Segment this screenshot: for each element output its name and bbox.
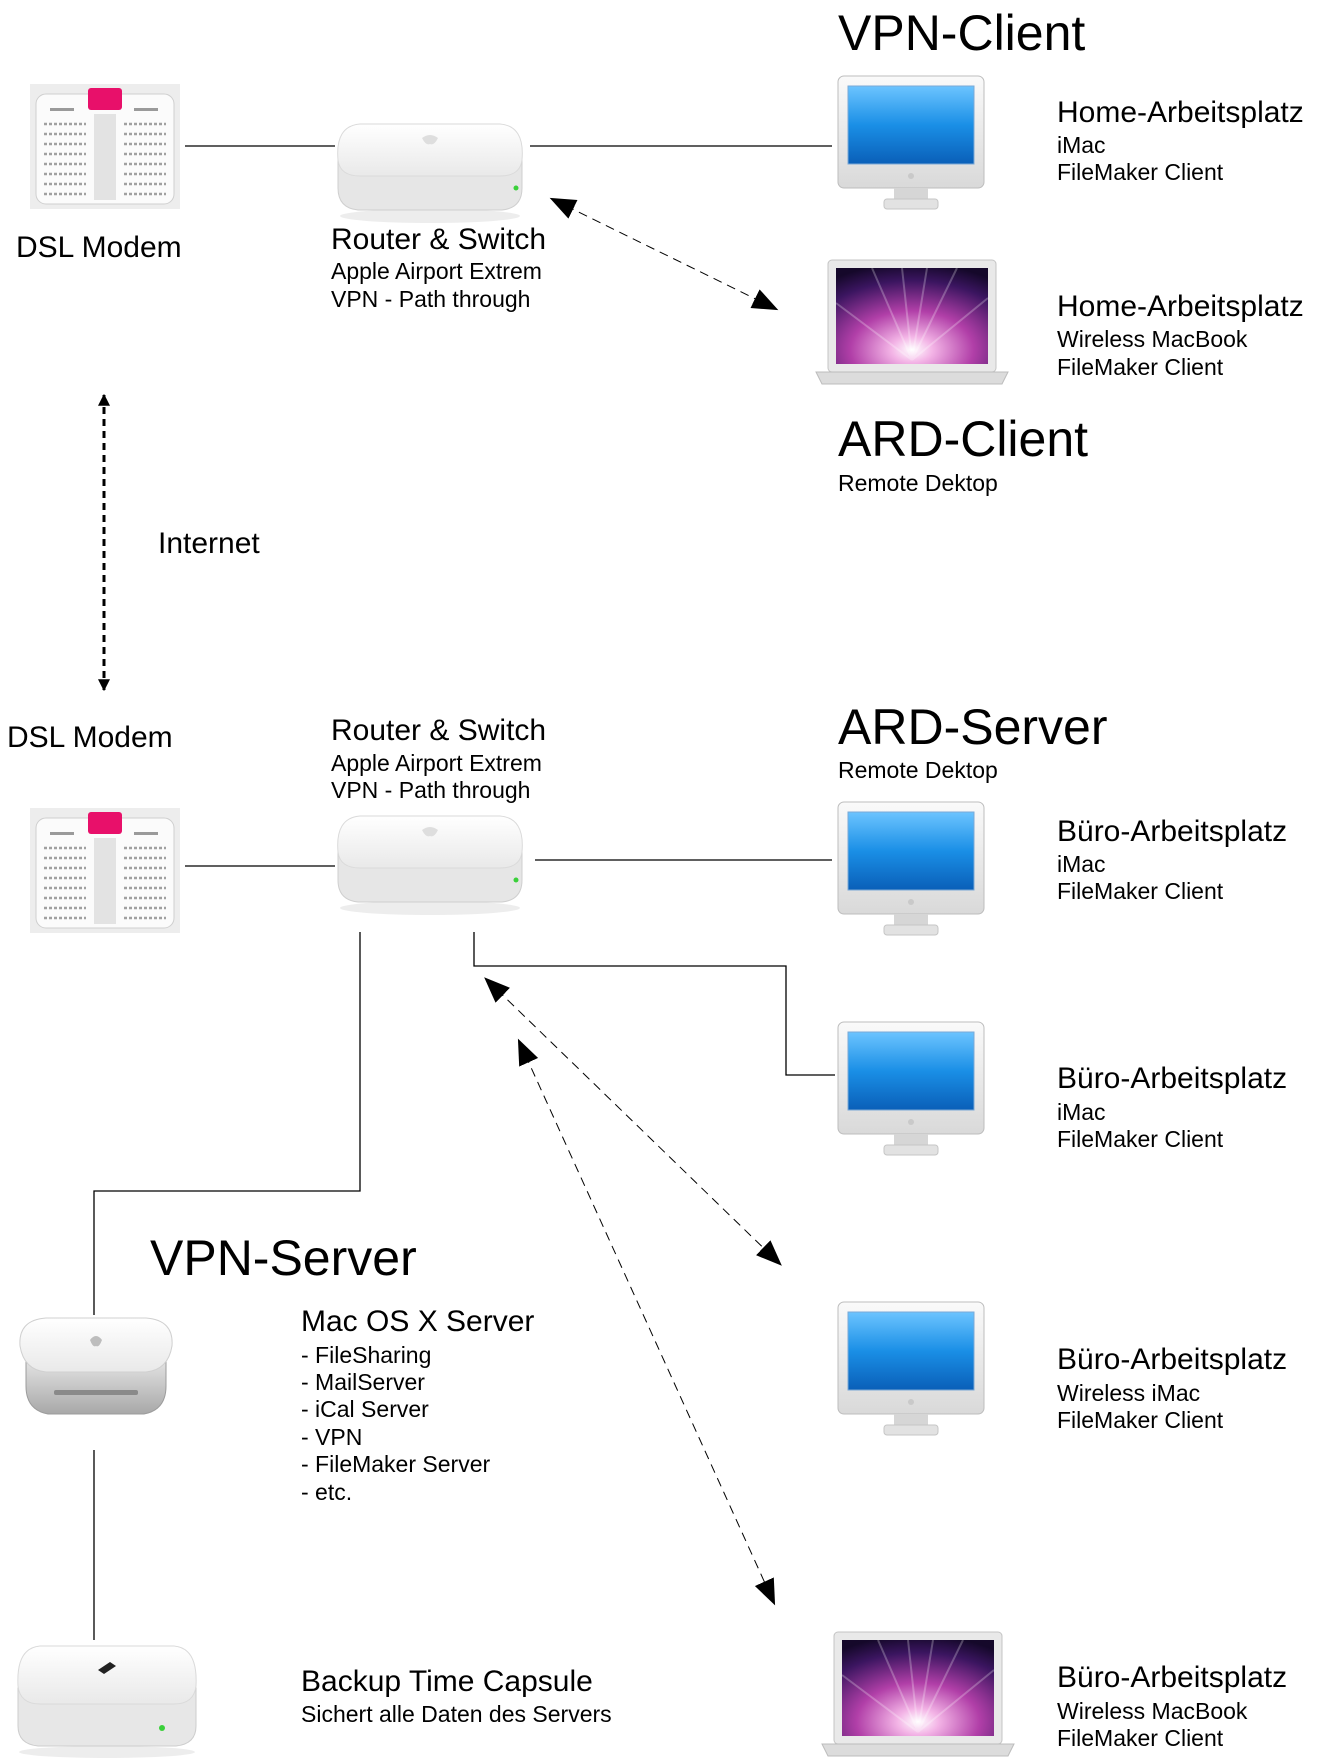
office-1-line-2: FileMaker Client xyxy=(1057,878,1224,904)
office-4-title: Büro-Arbeitsplatz xyxy=(1057,1661,1288,1694)
mac-server-service-2: - MailServer xyxy=(301,1369,425,1395)
mac-server-title: Mac OS X Server xyxy=(301,1305,535,1338)
vpn-server-heading: VPN-Server xyxy=(150,1230,417,1286)
internet-label: Internet xyxy=(158,527,260,560)
ard-client-heading: ARD-Client xyxy=(838,411,1089,467)
home-imac-title: Home-Arbeitsplatz xyxy=(1057,96,1304,129)
ard-server-heading: ARD-Server xyxy=(838,699,1108,755)
home-imac-line-2: FileMaker Client xyxy=(1057,159,1224,185)
dsl-modem-bottom-label: DSL Modem xyxy=(7,721,173,754)
dsl-modem-top-image xyxy=(30,84,180,209)
mac-server-service-4: - VPN xyxy=(301,1424,363,1450)
macbook-home-image xyxy=(815,259,1009,385)
time-capsule-subtitle: Sichert alle Daten des Servers xyxy=(301,1701,612,1727)
router-bottom-image xyxy=(337,815,523,916)
router-bottom-title: Router & Switch xyxy=(331,714,547,747)
mac-server-service-3: - iCal Server xyxy=(301,1396,429,1422)
office-1-title: Büro-Arbeitsplatz xyxy=(1057,815,1288,848)
time-capsule-image xyxy=(17,1645,197,1759)
ard-server-subtitle: Remote Dektop xyxy=(838,757,998,783)
mac-server-service-6: - etc. xyxy=(301,1479,353,1505)
office-4-line-2: FileMaker Client xyxy=(1057,1725,1224,1751)
line-router-imac-office-2 xyxy=(473,932,835,1076)
mac-mini-server-image xyxy=(19,1317,173,1415)
office-4-line-1: Wireless MacBook xyxy=(1057,1698,1248,1724)
dsl-modem-bottom-image xyxy=(30,808,180,933)
connection-lines xyxy=(93,145,835,1640)
wireless-link-office-3 xyxy=(484,977,782,1266)
time-capsule-title: Backup Time Capsule xyxy=(301,1665,593,1698)
office-1-line-1: iMac xyxy=(1057,851,1106,877)
router-top-line-1: Apple Airport Extrem xyxy=(331,258,542,284)
home-imac-line-1: iMac xyxy=(1057,132,1106,158)
office-2-title: Büro-Arbeitsplatz xyxy=(1057,1062,1288,1095)
wireless-link-office-4 xyxy=(517,1038,776,1606)
ard-client-subtitle: Remote Dektop xyxy=(838,470,998,496)
office-3-title: Büro-Arbeitsplatz xyxy=(1057,1343,1288,1376)
office-3-line-1: Wireless iMac xyxy=(1057,1380,1201,1406)
imac-office-2-image xyxy=(837,1021,985,1156)
router-top-title: Router & Switch xyxy=(331,223,547,256)
router-top-image xyxy=(337,123,523,224)
router-top-line-2: VPN - Path through xyxy=(331,286,531,312)
line-router-mac-server xyxy=(93,932,361,1315)
office-2-line-1: iMac xyxy=(1057,1099,1106,1125)
imac-office-3-image xyxy=(837,1301,985,1436)
dsl-modem-top-label: DSL Modem xyxy=(16,231,182,264)
office-3-line-2: FileMaker Client xyxy=(1057,1407,1224,1433)
imac-office-1-image xyxy=(837,801,985,936)
macbook-office-4-image xyxy=(821,1631,1015,1757)
vpn-client-heading: VPN-Client xyxy=(838,5,1086,61)
home-macbook-line-2: FileMaker Client xyxy=(1057,354,1224,380)
home-macbook-line-1: Wireless MacBook xyxy=(1057,326,1248,352)
home-macbook-title: Home-Arbeitsplatz xyxy=(1057,290,1304,323)
wireless-links xyxy=(98,197,782,1606)
router-bottom-line-2: VPN - Path through xyxy=(331,777,531,803)
office-2-line-2: FileMaker Client xyxy=(1057,1126,1224,1152)
mac-server-service-5: - FileMaker Server xyxy=(301,1451,491,1477)
mac-server-service-1: - FileSharing xyxy=(301,1342,432,1368)
imac-home-image xyxy=(837,75,985,210)
router-bottom-line-1: Apple Airport Extrem xyxy=(331,750,542,776)
wireless-link-top-macbook xyxy=(549,197,779,311)
